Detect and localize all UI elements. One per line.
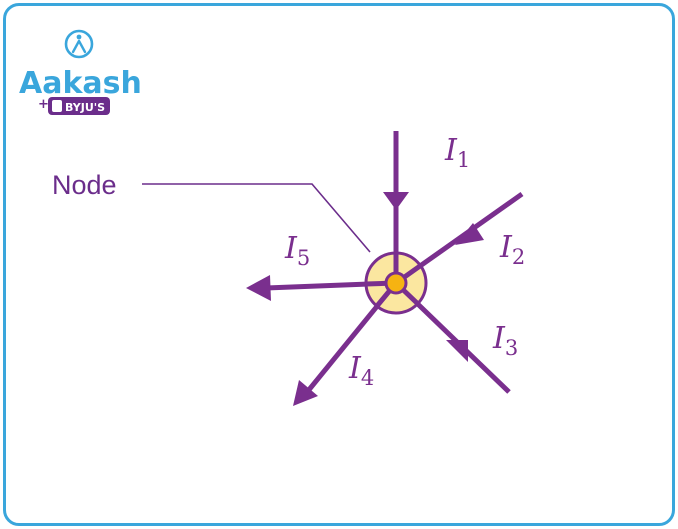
aakash-byjus-logo: Aakash + BYJU'S [19, 29, 142, 115]
arrowhead-i3 [446, 340, 468, 362]
node-dot [384, 271, 408, 295]
node-leader-line [142, 183, 371, 253]
diagram-card [3, 3, 675, 526]
label-i3: I3 [492, 321, 518, 360]
arrowhead-i1 [383, 192, 409, 210]
arrowhead-i4 [293, 380, 318, 406]
current-labels: I1 I2 I3 I4 I5 [284, 133, 525, 390]
byjus-badge-icon [52, 100, 62, 112]
label-i1: I1 [444, 133, 470, 172]
label-i2: I2 [499, 230, 525, 269]
byjus-badge [48, 97, 110, 115]
logo-brand-text: Aakash [19, 66, 142, 101]
label-i4: I4 [348, 351, 374, 390]
aakash-emblem-icon [64, 29, 94, 59]
arrowhead-i5 [246, 275, 271, 301]
node-label: Node [52, 170, 117, 200]
label-i5: I5 [284, 231, 310, 270]
arrowhead-i2 [455, 223, 484, 245]
logo-plus-icon: + [38, 97, 49, 112]
logo-partner-text: BYJU'S [65, 101, 105, 114]
junction-node [364, 251, 428, 315]
